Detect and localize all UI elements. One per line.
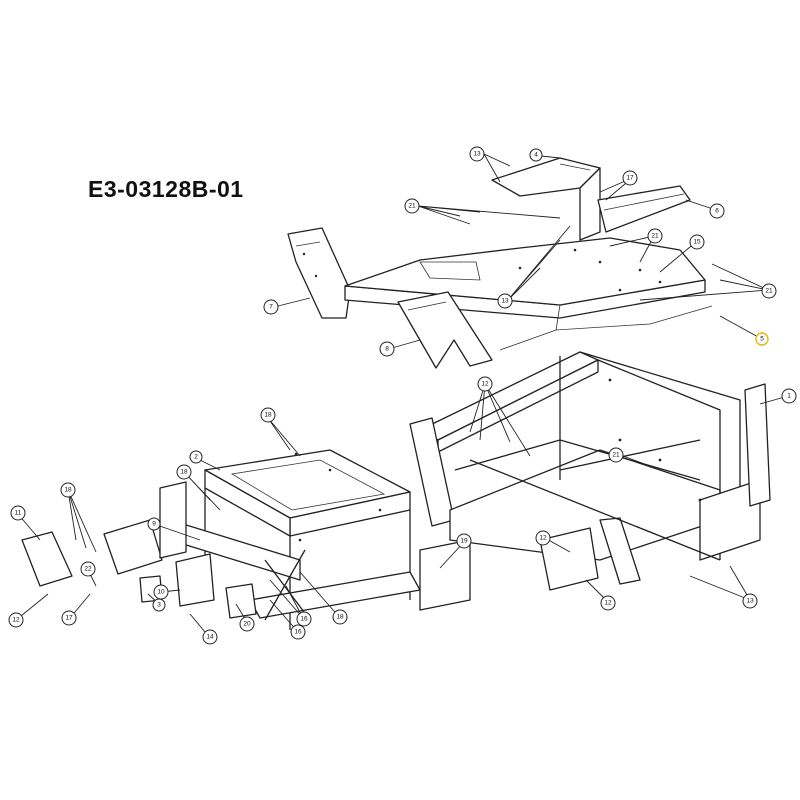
callout-12-left[interactable]: 12 — [8, 612, 24, 628]
svg-text:8: 8 — [385, 346, 389, 353]
svg-text:7: 7 — [269, 304, 273, 311]
part-11-plate — [21, 531, 73, 587]
callout-21-lower[interactable]: 21 — [608, 447, 624, 463]
callout-1[interactable]: 1 — [781, 388, 797, 404]
callout-13-bottom[interactable]: 13 — [742, 593, 758, 609]
svg-text:9: 9 — [152, 521, 156, 528]
callout-17-bottom[interactable]: 17 — [61, 610, 77, 626]
callout-14[interactable]: 14 — [202, 629, 218, 645]
callout-13-mid[interactable]: 13 — [497, 293, 513, 309]
svg-text:21: 21 — [408, 203, 416, 210]
callout-21-right[interactable]: 21 — [761, 283, 777, 299]
callout-20[interactable]: 20 — [239, 616, 255, 632]
callout-7[interactable]: 7 — [263, 299, 279, 315]
diagram-title: E3-03128B-01 — [88, 176, 244, 202]
svg-text:22: 22 — [84, 566, 92, 573]
callout-16-b[interactable]: 16 — [290, 624, 306, 640]
callout-22[interactable]: 22 — [80, 561, 96, 577]
part-7-left-panel — [287, 227, 351, 319]
part-3-bracket — [103, 519, 163, 603]
callout-13-top[interactable]: 13 — [469, 146, 485, 162]
svg-text:5: 5 — [760, 336, 764, 343]
callout-8[interactable]: 8 — [379, 341, 395, 357]
callout-11[interactable]: 11 — [10, 505, 26, 521]
rear-frame-assembly — [409, 351, 771, 591]
svg-text:12: 12 — [604, 600, 612, 607]
svg-text:2: 2 — [194, 454, 198, 461]
svg-text:20: 20 — [243, 621, 251, 628]
svg-text:21: 21 — [612, 452, 620, 459]
part-6-right-fender — [597, 185, 691, 233]
callout-21-left[interactable]: 21 — [404, 198, 420, 214]
callouts: 13 4 17 6 21 21 15 21 7 13 5 8 1 12 21 1… — [8, 146, 797, 645]
svg-text:18: 18 — [264, 412, 272, 419]
svg-text:16: 16 — [300, 616, 308, 623]
svg-text:13: 13 — [501, 298, 509, 305]
callout-21-mid[interactable]: 21 — [647, 228, 663, 244]
svg-text:14: 14 — [206, 634, 214, 641]
svg-text:18: 18 — [180, 469, 188, 476]
callout-12-top[interactable]: 12 — [477, 376, 493, 392]
callout-18-b[interactable]: 18 — [176, 464, 192, 480]
callout-9[interactable]: 9 — [147, 517, 161, 531]
callout-18-c[interactable]: 18 — [60, 482, 76, 498]
callout-15[interactable]: 15 — [689, 234, 705, 250]
svg-text:19: 19 — [460, 538, 468, 545]
svg-text:21: 21 — [765, 288, 773, 295]
callout-17-top[interactable]: 17 — [622, 170, 638, 186]
svg-text:12: 12 — [539, 535, 547, 542]
callout-19[interactable]: 19 — [456, 533, 472, 549]
callout-16-a[interactable]: 16 — [296, 611, 312, 627]
svg-text:13: 13 — [746, 598, 754, 605]
callout-12-right[interactable]: 12 — [535, 530, 551, 546]
svg-text:18: 18 — [64, 487, 72, 494]
svg-text:4: 4 — [534, 152, 538, 159]
svg-text:13: 13 — [473, 151, 481, 158]
svg-text:11: 11 — [15, 510, 22, 517]
svg-text:1: 1 — [787, 393, 791, 400]
svg-text:18: 18 — [336, 614, 344, 621]
svg-text:12: 12 — [12, 617, 20, 624]
callout-18-d[interactable]: 18 — [332, 609, 348, 625]
svg-text:10: 10 — [157, 589, 165, 596]
callout-10[interactable]: 10 — [153, 584, 169, 600]
svg-text:15: 15 — [693, 239, 701, 246]
part-15-floor-pan — [344, 237, 713, 351]
svg-text:21: 21 — [651, 233, 659, 240]
svg-text:12: 12 — [481, 381, 489, 388]
callout-4[interactable]: 4 — [529, 148, 543, 162]
callout-5-highlighted[interactable]: 5 — [755, 332, 769, 346]
part-4-seat-support — [491, 157, 601, 241]
callout-2[interactable]: 2 — [189, 450, 203, 464]
callout-12-bottom[interactable]: 12 — [600, 595, 616, 611]
part-10-plate — [175, 553, 257, 619]
callout-18-a[interactable]: 18 — [260, 407, 276, 423]
svg-text:16: 16 — [294, 629, 302, 636]
callout-3[interactable]: 3 — [152, 598, 166, 612]
part-2-front-frame — [169, 449, 471, 630]
svg-text:17: 17 — [626, 175, 634, 182]
svg-text:6: 6 — [715, 208, 719, 215]
part-9-brace — [159, 481, 187, 559]
part-8-center-panel — [397, 291, 493, 369]
svg-text:3: 3 — [157, 602, 161, 609]
svg-text:17: 17 — [65, 615, 73, 622]
callout-6[interactable]: 6 — [709, 203, 725, 219]
